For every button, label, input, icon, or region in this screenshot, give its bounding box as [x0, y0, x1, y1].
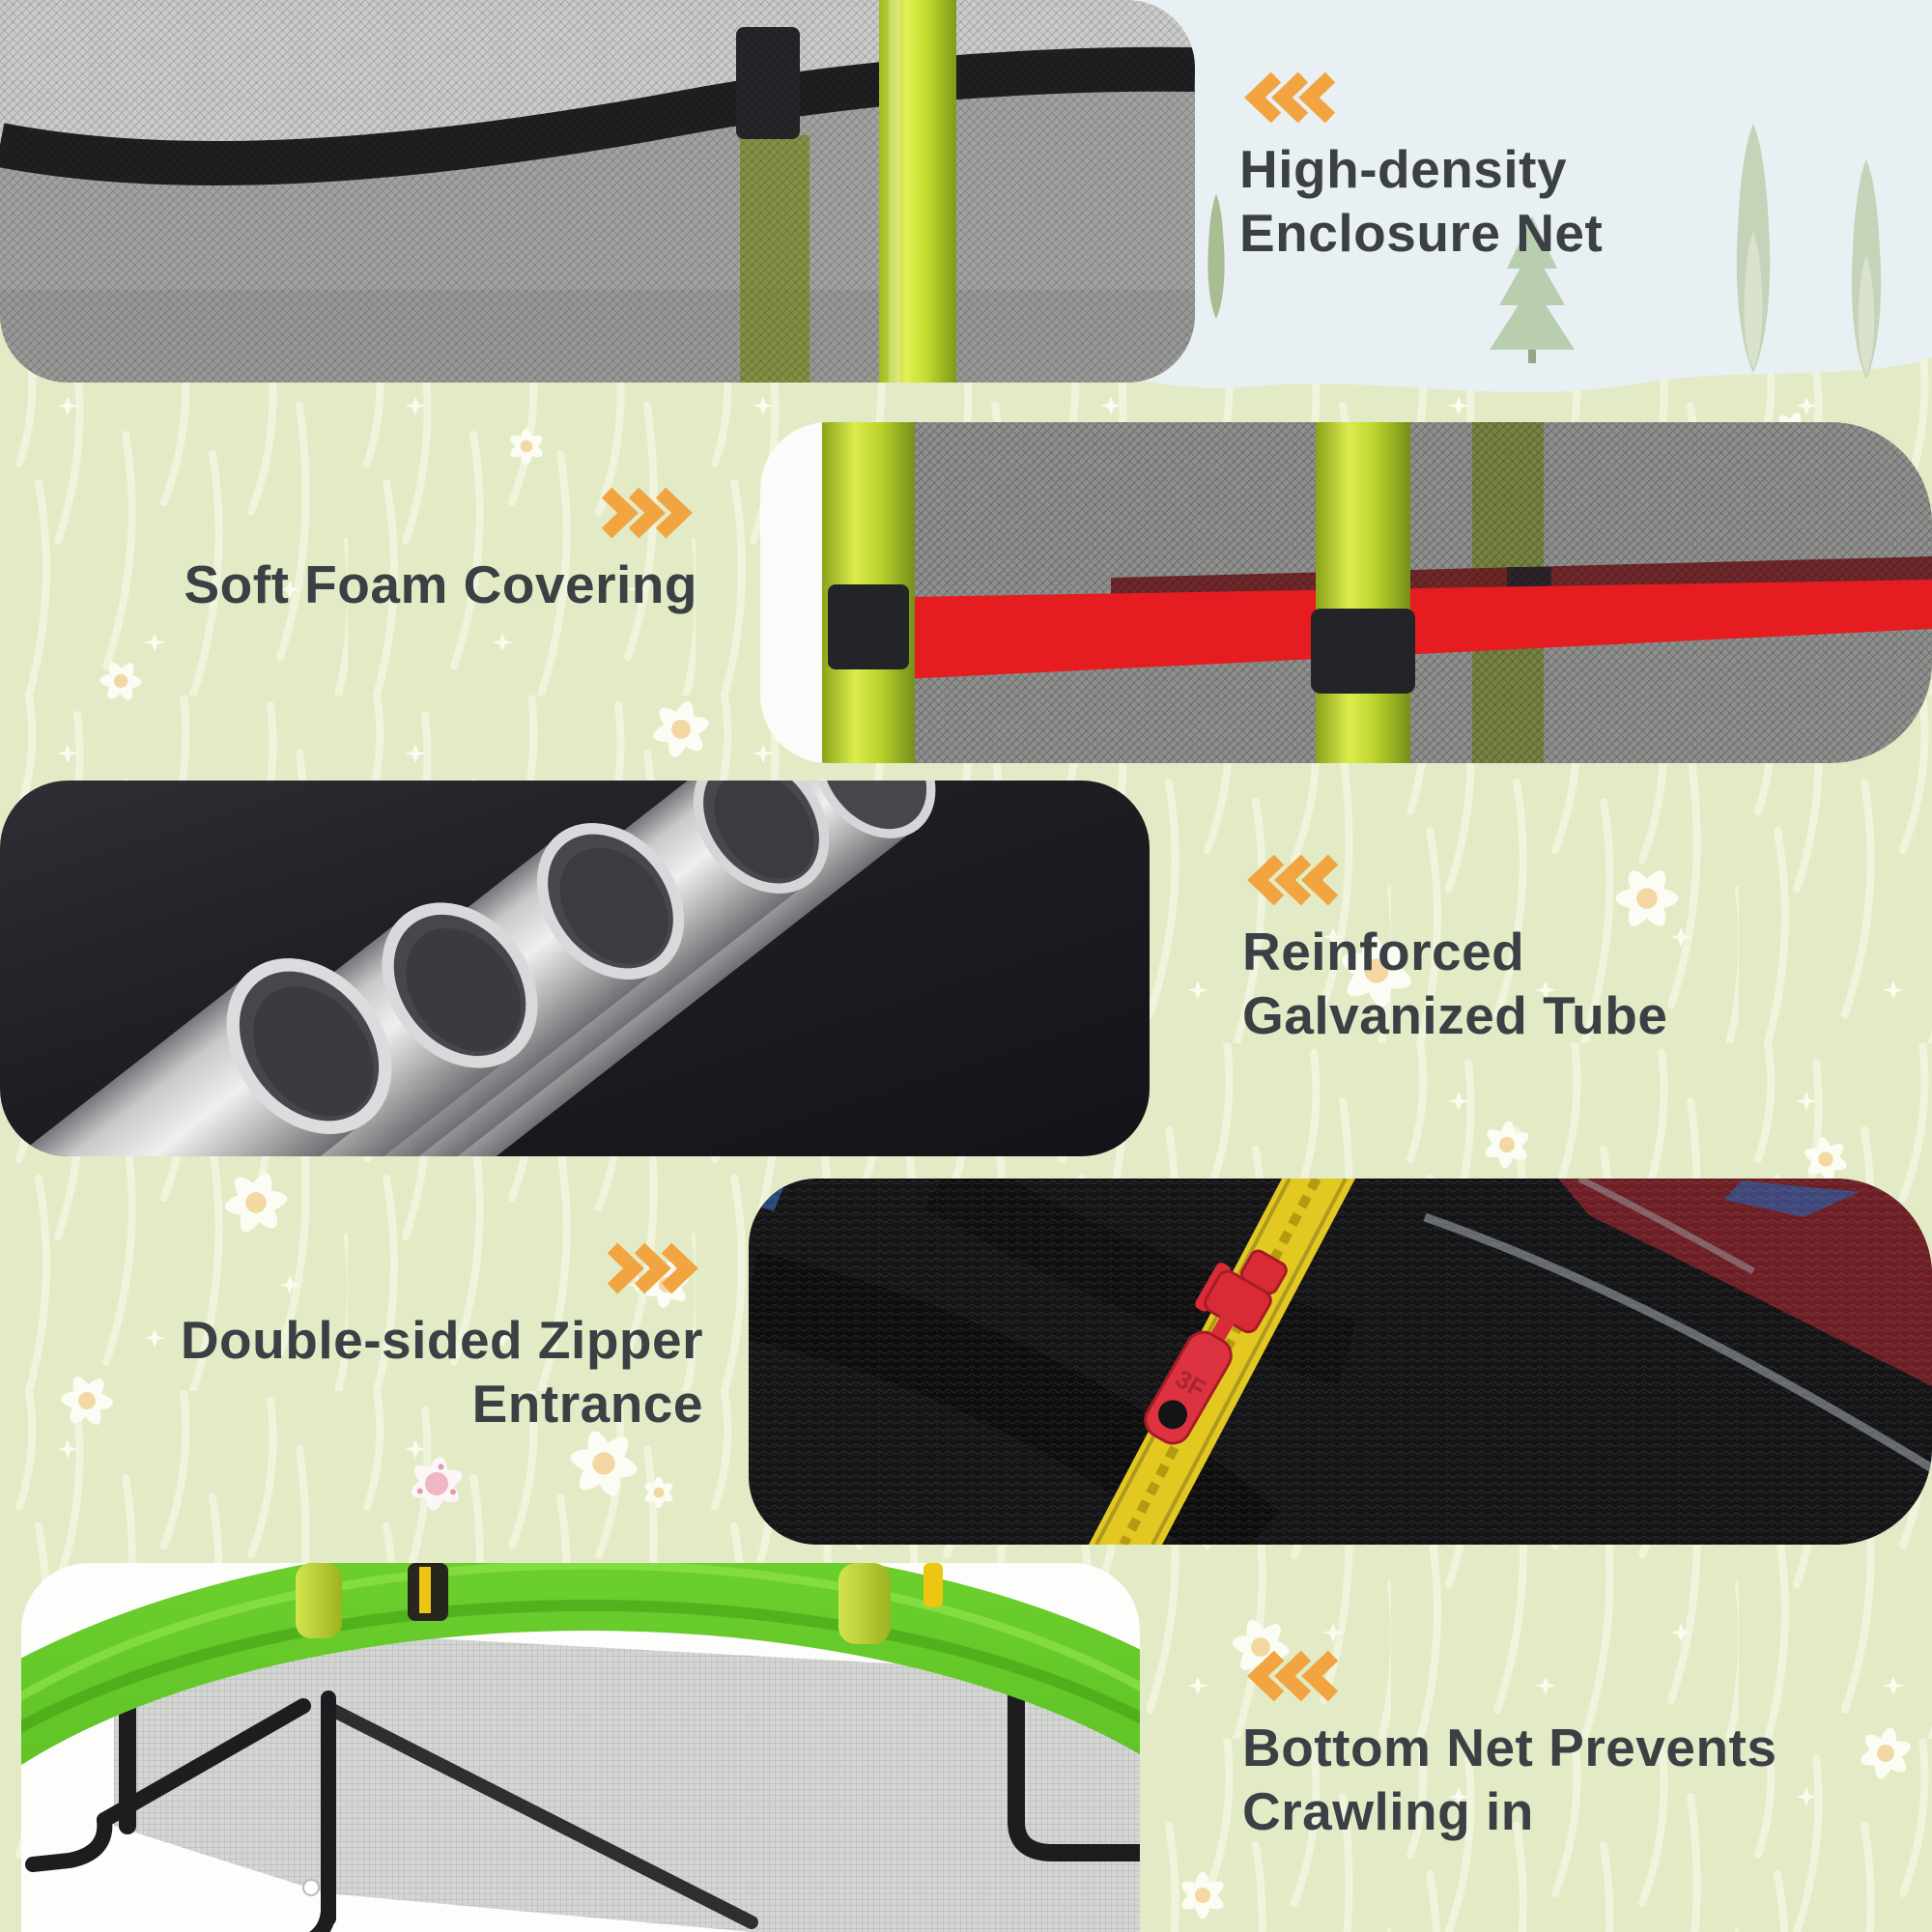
- black-frame-legs: [25, 1610, 1140, 1932]
- steel-tubes: [0, 781, 936, 1156]
- feature-label: Double-sided Zipper Entrance: [181, 1308, 703, 1435]
- chevrons-left-icon: [1247, 1650, 1339, 1702]
- feature-label: Soft Foam Covering: [184, 553, 697, 616]
- feature-label: Bottom Net Prevents Crawling in: [1242, 1716, 1776, 1843]
- feature-label-line: Entrance: [471, 1374, 703, 1434]
- feature-foam-covering: Soft Foam Covering: [184, 487, 697, 616]
- green-pole-middle: [1316, 422, 1410, 763]
- feature-label-line: Galvanized Tube: [1242, 985, 1668, 1045]
- photo-zipper-entrance: 3F: [749, 1179, 1932, 1545]
- green-frame-ring: [21, 1563, 1140, 1766]
- bottom-net-mesh: [114, 1621, 1140, 1932]
- feature-zipper-entrance: Double-sided Zipper Entrance: [181, 1242, 703, 1435]
- feature-label-line: High-density: [1239, 139, 1568, 199]
- net-grommet: [302, 1879, 320, 1896]
- red-strap: [903, 580, 1932, 679]
- chevrons-right-icon: [601, 487, 693, 539]
- photo-foam-pole: [760, 422, 1932, 763]
- feature-label: Reinforced Galvanized Tube: [1242, 920, 1667, 1047]
- red-zipper-pull: 3F: [1144, 1249, 1288, 1445]
- feature-label-line: Bottom Net Prevents: [1242, 1718, 1777, 1777]
- strap-clamp-middle: [1311, 609, 1415, 694]
- pole-stubs: [296, 1563, 943, 1644]
- photo-bottom-net: [21, 1563, 1140, 1932]
- feature-label-line: Double-sided Zipper: [180, 1310, 703, 1370]
- feature-label-line: Soft Foam Covering: [184, 554, 697, 614]
- sky-illustration: [1121, 0, 1932, 392]
- feature-label: High-density Enclosure Net: [1239, 137, 1603, 265]
- feature-galvanized-tube: Reinforced Galvanized Tube: [1242, 854, 1667, 1047]
- feature-label-line: Crawling in: [1242, 1781, 1534, 1841]
- chevrons-left-icon: [1247, 854, 1339, 906]
- chevrons-right-icon: [607, 1242, 698, 1294]
- feature-label-line: Enclosure Net: [1239, 203, 1604, 263]
- feature-label-line: Reinforced: [1242, 922, 1525, 981]
- photo-enclosure-net: [0, 0, 1195, 383]
- strap-clamp-left: [828, 584, 909, 669]
- green-pole: [879, 0, 956, 383]
- pine-tree-icon: [1490, 216, 1575, 363]
- chevrons-left-icon: [1244, 71, 1336, 124]
- feature-enclosure-net: High-density Enclosure Net: [1239, 71, 1603, 265]
- photo-galvanized-tubes: [0, 781, 1150, 1156]
- feature-bottom-net: Bottom Net Prevents Crawling in: [1242, 1650, 1776, 1843]
